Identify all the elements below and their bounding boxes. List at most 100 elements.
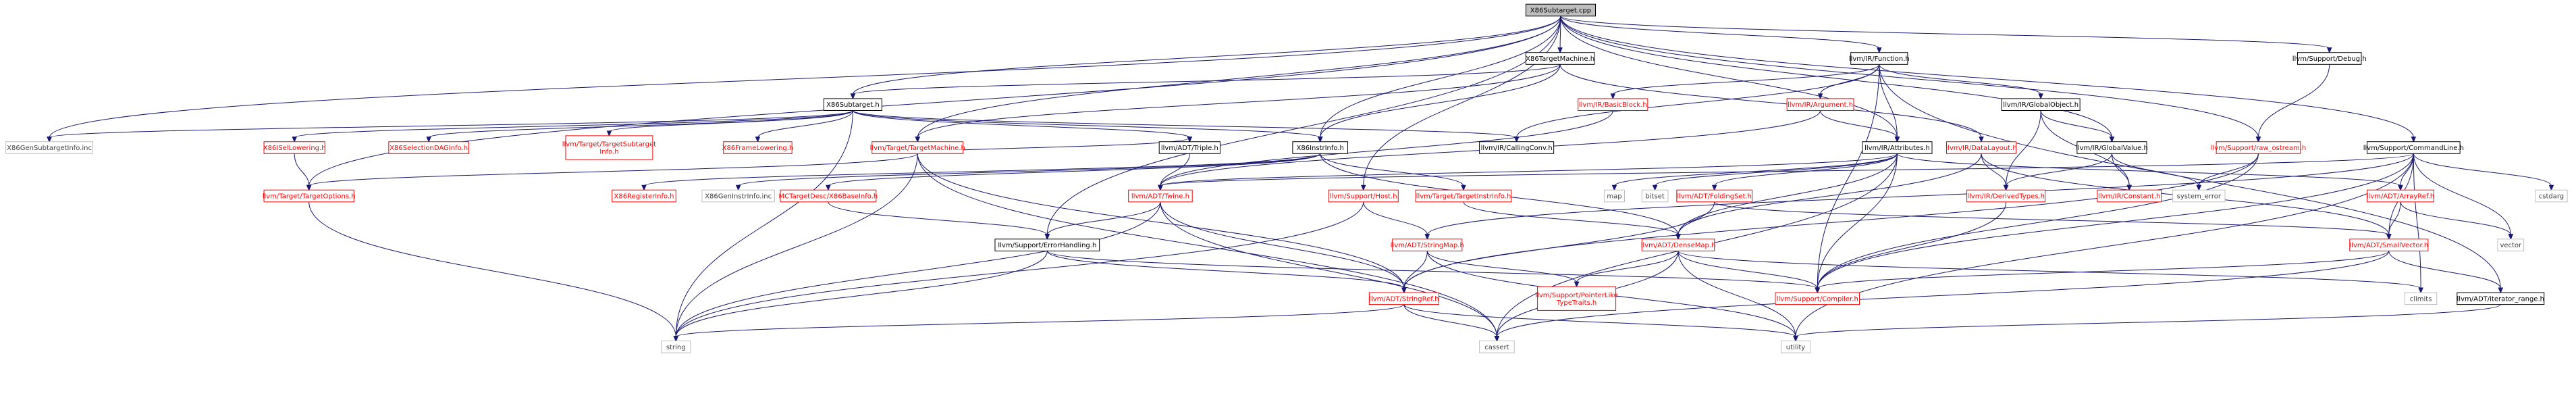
node-TargetInstrInfo_h[interactable]: llvm/Target/TargetInstrInfo.h xyxy=(1415,189,1512,203)
node-box-X86BaseInfo_h xyxy=(780,189,877,203)
node-CallingConv_h[interactable]: llvm/IR/CallingConv.h xyxy=(1479,141,1555,154)
arrowhead-GlobalValue_h-to-Constant_h xyxy=(2126,184,2132,191)
edge-ErrorHandling_h-to-StringRef_h xyxy=(1046,251,1405,289)
node-FoldingSet_h[interactable]: llvm/ADT/FoldingSet.h xyxy=(1676,189,1753,203)
edge-CommandLine_h-to-climits xyxy=(2413,153,2421,289)
edge-X86Subtarget_h-to-Triple_h xyxy=(852,110,1190,139)
node-X86TargetMachine_h[interactable]: X86TargetMachine.h xyxy=(1525,52,1595,65)
node-label-Triple_h: llvm/ADT/Triple.h xyxy=(1161,145,1218,152)
node-box-TargetInstrInfo_h xyxy=(1415,189,1512,203)
node-GlobalObject_h[interactable]: llvm/IR/GlobalObject.h xyxy=(2001,98,2081,111)
edge-GlobalValue_h-to-Constant_h xyxy=(2111,153,2130,186)
edge-BasicBlock_h-to-Twine_h xyxy=(1160,110,1613,186)
node-label-DataLayout_h: llvm/IR/DataLayout.h xyxy=(1946,145,2016,152)
node-box-root xyxy=(1525,3,1596,17)
node-X86GenSubtargetInfo: X86GenSubtargetInfo.inc xyxy=(5,141,94,154)
node-cstdarg: cstdarg xyxy=(2535,189,2568,203)
edge-TargetMachine_h-to-TargetOptions_h xyxy=(308,153,918,186)
node-label-system_error: system_error xyxy=(2177,193,2222,201)
node-label-GlobalObject_h: llvm/IR/GlobalObject.h xyxy=(2003,101,2078,109)
edge-Attributes_h-to-bitset xyxy=(1655,153,1898,186)
node-label-cassert: cassert xyxy=(1484,344,1509,351)
node-X86Subtarget_h[interactable]: X86Subtarget.h xyxy=(823,98,882,111)
node-iterator_range_h[interactable]: llvm/ADT/iterator_range.h xyxy=(2457,292,2545,305)
node-BasicBlock_h[interactable]: llvm/IR/BasicBlock.h xyxy=(1578,98,1648,111)
edge-root-to-TargetMachine_h xyxy=(917,16,1561,138)
node-box-DataLayout_h xyxy=(1946,141,2017,154)
node-box-TargetMachine_h xyxy=(871,141,964,154)
edge-CommandLine_h-to-Twine_h xyxy=(1160,153,2414,186)
node-X86InstrInfo_h[interactable]: X86InstrInfo.h xyxy=(1292,141,1349,154)
node-label-StringRef_h: llvm/ADT/StringRef.h xyxy=(1369,295,1439,303)
arrowhead-CommandLine_h-to-cstdarg xyxy=(2548,184,2554,191)
node-label-X86SelectionDAGInfo_h: X86SelectionDAGInfo.h xyxy=(390,145,468,152)
node-Twine_h[interactable]: llvm/ADT/Twine.h xyxy=(1128,189,1193,203)
node-Triple_h[interactable]: llvm/ADT/Triple.h xyxy=(1158,141,1220,154)
arrowhead-raw_ostream_h-to-system_error xyxy=(2196,184,2202,191)
node-X86BaseInfo_h[interactable]: MCTargetDesc/X86BaseInfo.h xyxy=(779,189,878,203)
node-DerivedTypes_h[interactable]: llvm/IR/DerivedTypes.h xyxy=(1966,189,2046,203)
arrowhead-X86InstrInfo_h-to-X86GenInstrInfo xyxy=(735,184,741,191)
arrowhead-X86Subtarget_h-to-X86GenSubtargetInfo xyxy=(47,136,52,143)
node-ErrorHandling_h[interactable]: llvm/Support/ErrorHandling.h xyxy=(994,239,1100,251)
node-cassert: cassert xyxy=(1479,341,1515,353)
node-StringMap_h[interactable]: llvm/ADT/StringMap.h xyxy=(1391,239,1464,251)
arrowhead-Host_h-to-StringMap_h xyxy=(1424,234,1430,241)
edge-Attributes_h-to-Twine_h xyxy=(1160,153,1898,186)
node-label-root: X86Subtarget.cpp xyxy=(1530,7,1591,15)
node-map: map xyxy=(1603,189,1625,203)
node-box-bitset xyxy=(1641,189,1669,203)
node-X86SelectionDAGInfo_h[interactable]: X86SelectionDAGInfo.h xyxy=(388,141,469,154)
node-Constant_h[interactable]: llvm/IR/Constant.h xyxy=(2097,189,2162,203)
node-Debug_h[interactable]: llvm/Support/Debug.h xyxy=(2292,52,2367,65)
node-box-GlobalObject_h xyxy=(2001,98,2081,111)
node-root[interactable]: X86Subtarget.cpp xyxy=(1525,3,1596,17)
node-X86RegisterInfo_h[interactable]: X86RegisterInfo.h xyxy=(612,189,676,203)
arrowhead-Twine_h-to-ErrorHandling_h xyxy=(1044,234,1050,241)
node-ArrayRef_h[interactable]: llvm/ADT/ArrayRef.h xyxy=(2367,189,2435,203)
node-box-ArrayRef_h xyxy=(2367,189,2434,203)
edge-Attributes_h-to-FoldingSet_h xyxy=(1714,153,1898,186)
arrowhead-Function_h-to-BasicBlock_h xyxy=(1610,93,1616,100)
node-box-map xyxy=(1603,189,1625,203)
node-label-Attributes_h: llvm/IR/Attributes.h xyxy=(1864,145,1930,152)
node-X86FrameLowering_h[interactable]: X86FrameLowering.h xyxy=(722,141,794,154)
node-DataLayout_h[interactable]: llvm/IR/DataLayout.h xyxy=(1946,141,2017,154)
edge-ArrayRef_h-to-SmallVector_h xyxy=(2388,201,2401,235)
node-box-X86ISelLowering_h xyxy=(263,141,325,154)
node-label-Argument_h: llvm/IR/Argument.h xyxy=(1788,101,1853,109)
node-raw_ostream_h[interactable]: llvm/Support/raw_ostream.h xyxy=(2211,141,2307,154)
node-X86ISelLowering_h[interactable]: X86ISelLowering.h xyxy=(263,141,326,154)
node-box-Twine_h xyxy=(1128,189,1193,203)
node-Argument_h[interactable]: llvm/IR/Argument.h xyxy=(1786,98,1854,111)
edge-SmallVector_h-to-Compiler_h xyxy=(1817,250,2390,289)
node-TargetMachine_h[interactable]: llvm/Target/TargetMachine.h xyxy=(870,141,965,154)
node-TargetOptions_h[interactable]: llvm/Target/TargetOptions.h xyxy=(263,189,356,203)
node-box-X86TargetMachine_h xyxy=(1525,52,1595,65)
node-label-PointerLikeTypeTraits_h: llvm/Support/PointerLike xyxy=(1535,292,1618,299)
node-StringRef_h[interactable]: llvm/ADT/StringRef.h xyxy=(1368,292,1439,305)
header-nodes: X86Subtarget.cppX86TargetMachine.hX86Sub… xyxy=(5,3,2568,353)
node-box-CommandLine_h xyxy=(2367,141,2461,154)
node-DenseMap_h[interactable]: llvm/ADT/DenseMap.h xyxy=(1641,239,1716,251)
arrowhead-X86InstrInfo_h-to-TargetInstrInfo_h xyxy=(1461,184,1466,191)
node-CommandLine_h[interactable]: llvm/Support/CommandLine.h xyxy=(2363,141,2464,154)
node-Host_h[interactable]: llvm/Support/Host.h xyxy=(1328,189,1399,203)
edge-Twine_h-to-StringRef_h xyxy=(1160,201,1405,289)
edge-StringRef_h-to-utility xyxy=(1403,304,1796,337)
node-SmallVector_h[interactable]: llvm/ADT/SmallVector.h xyxy=(2349,239,2429,251)
node-GlobalValue_h[interactable]: llvm/IR/GlobalValue.h xyxy=(2076,141,2148,154)
arrowhead-X86InstrInfo_h-to-X86BaseInfo_h xyxy=(826,184,831,191)
edge-CommandLine_h-to-utility xyxy=(1795,153,2414,337)
edge-root-to-X86GenSubtargetInfo xyxy=(49,16,1561,138)
node-box-climits xyxy=(2404,292,2438,305)
node-box-Triple_h xyxy=(1158,141,1220,154)
node-Compiler_h[interactable]: llvm/Support/Compiler.h xyxy=(1775,292,1860,305)
node-Function_h[interactable]: llvm/IR/Function.h xyxy=(1849,52,1910,65)
edge-Attributes_h-to-map xyxy=(1613,153,1898,186)
edge-Function_h-to-BasicBlock_h xyxy=(1612,64,1880,95)
node-box-Compiler_h xyxy=(1775,292,1860,305)
node-Attributes_h[interactable]: llvm/IR/Attributes.h xyxy=(1862,141,1933,154)
